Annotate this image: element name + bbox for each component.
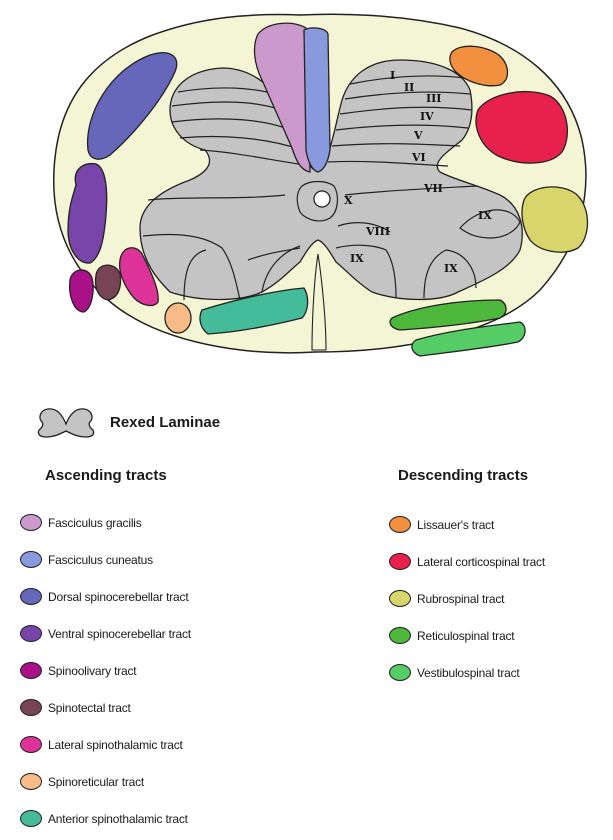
legend-item-spinoolivary-tract: Spinoolivary tract [20, 652, 191, 689]
color-swatch-icon [389, 627, 411, 644]
legend-item-fasciculus-cuneatus: Fasciculus cuneatus [20, 541, 191, 578]
lamina-label: IX [444, 262, 458, 275]
lamina-label: III [426, 92, 441, 105]
legend-item-label: Fasciculus cuneatus [48, 553, 153, 567]
fasciculus-cuneatus-region [304, 28, 330, 172]
legend-item-vestibulospinal-tract: Vestibulospinal tract [389, 654, 545, 691]
legend-item-label: Spinoreticular tract [48, 775, 144, 789]
color-swatch-icon [389, 664, 411, 681]
spinotectal-region [96, 265, 121, 300]
color-swatch-icon [389, 590, 411, 607]
spinoreticular-region [165, 303, 191, 333]
color-swatch-icon [389, 553, 411, 570]
legend-item-reticulospinal-tract: Reticulospinal tract [389, 617, 545, 654]
rubrospinal-region [522, 187, 588, 252]
color-swatch-icon [20, 551, 42, 568]
grey-matter-icon [34, 404, 98, 440]
legend-item-fasciculus-gracilis: Fasciculus gracilis [20, 504, 191, 541]
legend-item-label: Spinotectal tract [48, 701, 131, 715]
color-swatch-icon [20, 588, 42, 605]
lamina-label: II [404, 81, 414, 94]
lamina-label: IX [350, 252, 364, 265]
legend-item-label: Rubrospinal tract [417, 592, 504, 606]
color-swatch-icon [20, 736, 42, 753]
ascending-tracts-heading: Ascending tracts [45, 467, 167, 484]
legend-item-spinotectal-tract: Spinotectal tract [20, 689, 191, 726]
color-swatch-icon [389, 516, 411, 533]
rexed-laminae-label: Rexed Laminae [110, 414, 220, 431]
legend-item-label: Lissauer's tract [417, 518, 494, 532]
legend-item-label: Ventral spinocerebellar tract [48, 627, 191, 641]
spinal-cord-cross-section: I II III IV V VI VII VIII IX IX IX X [0, 0, 613, 380]
lamina-label: IV [420, 110, 434, 123]
lamina-label: V [413, 129, 423, 142]
central-canal [314, 191, 330, 207]
legend-item-label: Dorsal spinocerebellar tract [48, 590, 188, 604]
legend-item-spinoreticular-tract: Spinoreticular tract [20, 763, 191, 800]
lamina-label: VII [423, 182, 443, 195]
lamina-label: IX [478, 209, 492, 222]
color-swatch-icon [20, 773, 42, 790]
legend-item-anterior-spinothalamic-tract: Anterior spinothalamic tract [20, 800, 191, 837]
color-swatch-icon [20, 514, 42, 531]
legend-item-lateral-corticospinal-tract: Lateral corticospinal tract [389, 543, 545, 580]
legend-item-label: Spinoolivary tract [48, 664, 136, 678]
legend-item-label: Fasciculus gracilis [48, 516, 142, 530]
lamina-label: X [344, 194, 353, 207]
legend-item-lissauer-s-tract: Lissauer's tract [389, 506, 545, 543]
legend-item-rubrospinal-tract: Rubrospinal tract [389, 580, 545, 617]
legend-item-label: Lateral spinothalamic tract [48, 738, 183, 752]
lamina-label: VI [411, 151, 426, 164]
spinoolivary-region [70, 270, 94, 312]
descending-tracts-heading: Descending tracts [398, 467, 528, 484]
legend-item-label: Reticulospinal tract [417, 629, 514, 643]
legend-item-label: Vestibulospinal tract [417, 666, 520, 680]
legend-item-label: Lateral corticospinal tract [417, 555, 545, 569]
legend-item-dorsal-spinocerebellar-tract: Dorsal spinocerebellar tract [20, 578, 191, 615]
color-swatch-icon [20, 699, 42, 716]
lamina-label: I [390, 69, 395, 82]
lamina-label: VIII [365, 225, 390, 238]
color-swatch-icon [20, 810, 42, 827]
legend-item-ventral-spinocerebellar-tract: Ventral spinocerebellar tract [20, 615, 191, 652]
color-swatch-icon [20, 662, 42, 679]
color-swatch-icon [20, 625, 42, 642]
legend-item-lateral-spinothalamic-tract: Lateral spinothalamic tract [20, 726, 191, 763]
rexed-laminae-legend: Rexed Laminae [34, 404, 220, 440]
legend-item-label: Anterior spinothalamic tract [48, 812, 188, 826]
